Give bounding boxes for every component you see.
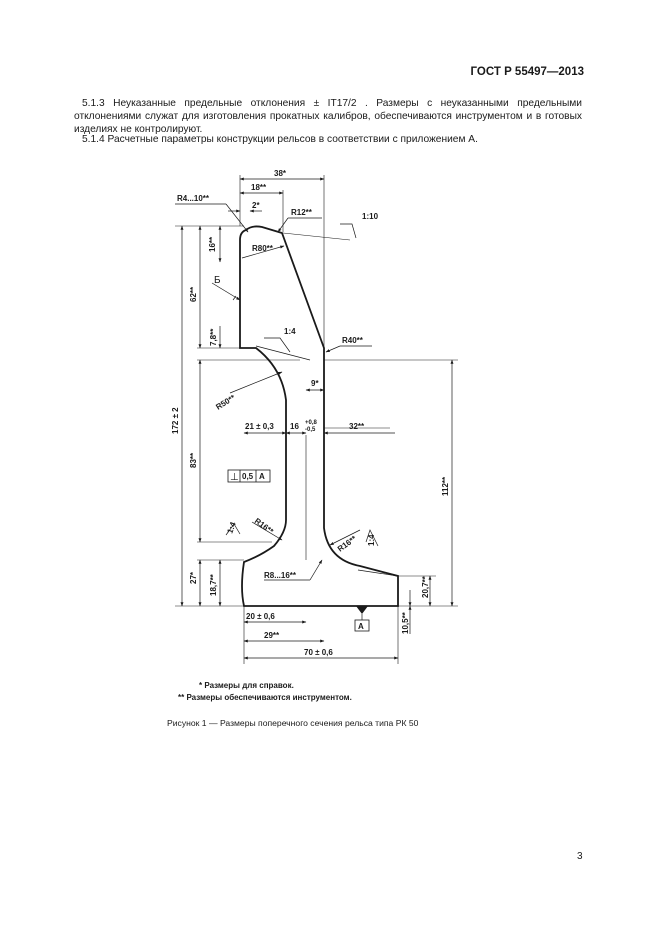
dim-slope-1-10: 1:10 — [362, 212, 379, 221]
dim-16: 16** — [208, 236, 217, 252]
dim-r50: R50** — [214, 393, 237, 412]
figure-caption: Рисунок 1 — Размеры поперечного сечения … — [167, 718, 419, 728]
dim-web-16: 16 — [290, 422, 299, 431]
dim-70: 70 ± 0,6 — [304, 648, 333, 657]
dim-172: 172 ± 2 — [171, 407, 180, 434]
dim-20: 20 ± 0,6 — [246, 612, 275, 621]
dim-slope-1-4-right: 1:4 — [367, 534, 376, 546]
dim-r12: R12** — [291, 208, 313, 217]
dim-62: 62** — [189, 286, 198, 302]
dim-27: 27* — [189, 571, 198, 584]
dim-32: 32** — [349, 422, 365, 431]
dim-83: 83** — [189, 452, 198, 468]
dim-18: 18** — [251, 183, 267, 192]
dim-web-tol-bottom: -0,5 — [305, 427, 316, 433]
dim-9: 9* — [311, 379, 319, 388]
dim-112: 112** — [441, 476, 450, 496]
dim-10-5: 10,5** — [401, 611, 410, 634]
paragraph-5-1-4: 5.1.4 Расчетные параметры конструкции ре… — [82, 134, 478, 145]
dim-r4-10: R4...10** — [177, 194, 210, 203]
paragraph-5-1-3: 5.1.3 Неуказанные предельные отклонения … — [74, 98, 582, 135]
note-tooling: ** Размеры обеспечиваются инструментом. — [178, 693, 352, 702]
dim-20-7: 20,7** — [421, 575, 430, 598]
dim-web-tol-top: +0,8 — [305, 420, 318, 426]
rail-profile-outline — [239, 225, 399, 607]
dim-r40: R40** — [342, 336, 364, 345]
dim-38: 38* — [274, 169, 287, 178]
dim-18-7: 18,7** — [209, 573, 218, 596]
note-reference: * Размеры для справок. — [199, 681, 294, 690]
tol-datum: A — [259, 472, 265, 481]
dim-slope-1-4-left: 1:4 — [225, 520, 238, 534]
tol-value: 0,5 — [242, 472, 254, 481]
dim-2: 2* — [252, 201, 260, 210]
dim-slope-1-4-top: 1:4 — [284, 327, 296, 336]
standard-number: ГОСТ Р 55497—2013 — [470, 66, 584, 78]
dim-29: 29** — [264, 631, 280, 640]
dim-r80: R80** — [252, 244, 274, 253]
dim-21: 21 ± 0,3 — [245, 422, 274, 431]
datum-a: A — [358, 622, 364, 631]
dim-7-8: 7,8** — [209, 328, 218, 346]
dim-r16-left: R16** — [253, 516, 276, 536]
perpendicularity-icon: ⊥ — [230, 472, 239, 483]
label-b: Б — [214, 275, 221, 286]
page-number: 3 — [577, 851, 583, 862]
dim-r8-16: R8...16** — [264, 571, 297, 580]
